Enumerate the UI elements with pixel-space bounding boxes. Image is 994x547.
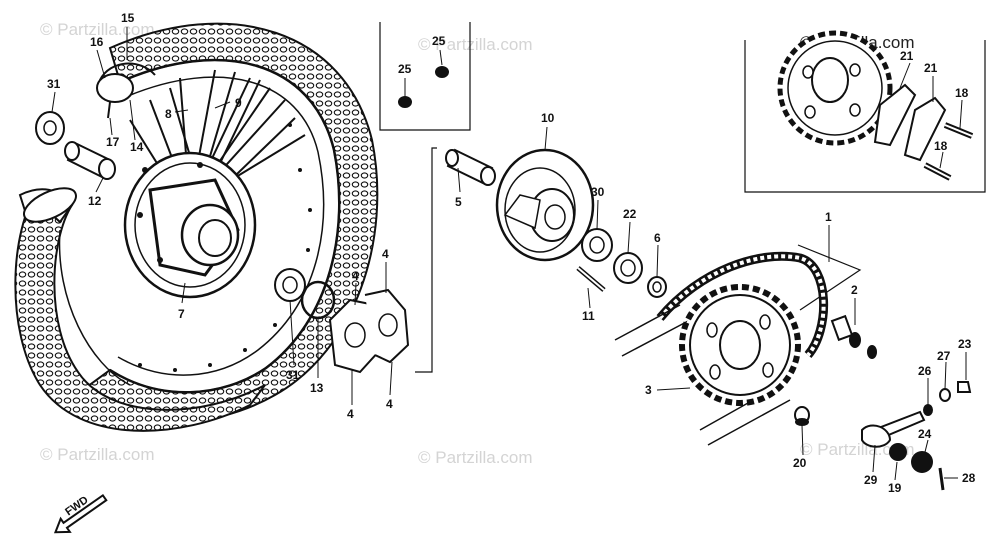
callout-7: 7	[178, 307, 185, 321]
callout-21-right: 21	[924, 61, 938, 75]
callout-28: 28	[962, 471, 976, 485]
callout-15: 15	[121, 11, 135, 25]
watermark-group: © Partzilla.com © Partzilla.com © Partzi…	[40, 20, 915, 467]
callout-18-top: 18	[955, 86, 969, 100]
callout-14: 14	[130, 140, 144, 154]
bearing-30	[581, 228, 613, 262]
callout-5: 5	[455, 195, 462, 209]
callout-labels: 15 16 31 8 9 17 14 12 7 25 25 10 5 30 22…	[47, 11, 976, 495]
collar-6	[647, 276, 667, 298]
watermark-bottom-center: © Partzilla.com	[418, 448, 533, 467]
bracket-lines	[379, 22, 986, 373]
callout-4-mid: 4	[352, 269, 359, 283]
callout-30: 30	[591, 185, 605, 199]
callout-19: 19	[888, 481, 902, 495]
callout-6: 6	[654, 231, 661, 245]
callout-22: 22	[623, 207, 637, 221]
bolts-18	[923, 122, 974, 181]
leader-lines	[51, 27, 967, 481]
chain-joint	[830, 314, 877, 359]
callout-25-top: 25	[432, 34, 446, 48]
callout-13: 13	[310, 381, 324, 395]
callout-21-left: 21	[900, 49, 914, 63]
rear-sprocket	[679, 284, 801, 406]
callout-20: 20	[793, 456, 807, 470]
callout-10: 10	[541, 111, 555, 125]
watermark-bottom-left: © Partzilla.com	[40, 445, 155, 464]
inset-sprocket	[777, 30, 893, 146]
callout-2: 2	[851, 283, 858, 297]
pin-11	[576, 266, 606, 292]
callout-18-bottom: 18	[934, 139, 948, 153]
callout-11: 11	[582, 309, 595, 323]
adjuster-parts	[794, 381, 972, 491]
callout-29: 29	[864, 473, 878, 487]
callout-8: 8	[165, 107, 172, 121]
callout-23: 23	[958, 337, 972, 351]
lock-plates	[873, 83, 947, 162]
callout-3: 3	[645, 383, 652, 397]
collar	[64, 141, 116, 180]
watermark-top-left: © Partzilla.com	[40, 20, 155, 39]
callout-25-bottom: 25	[398, 62, 412, 76]
forward-arrow: FWD	[53, 493, 108, 534]
callout-1: 1	[825, 210, 832, 224]
nuts-25	[398, 66, 449, 108]
bearing-left	[35, 111, 65, 145]
rim	[58, 58, 341, 394]
callout-16: 16	[90, 35, 104, 49]
callout-31-left: 31	[47, 77, 61, 91]
callout-4-top: 4	[382, 247, 389, 261]
watermark-top-center: © Partzilla.com	[418, 35, 533, 54]
callout-12: 12	[88, 194, 102, 208]
callout-4-bottom-right: 4	[386, 397, 393, 411]
bearing-right	[274, 268, 306, 302]
callout-26: 26	[918, 364, 932, 378]
callout-24: 24	[918, 427, 932, 441]
seal-22	[613, 252, 643, 284]
callout-9: 9	[235, 96, 242, 110]
callout-17: 17	[106, 135, 120, 149]
rear-hub	[123, 151, 257, 299]
collar-5	[445, 148, 496, 186]
callout-31-right: 31	[286, 368, 300, 382]
callout-4-bottom-left: 4	[347, 407, 354, 421]
sprocket-flange	[495, 148, 595, 262]
callout-27: 27	[937, 349, 951, 363]
damper-rubbers	[328, 288, 410, 374]
tube-valve	[96, 62, 156, 119]
